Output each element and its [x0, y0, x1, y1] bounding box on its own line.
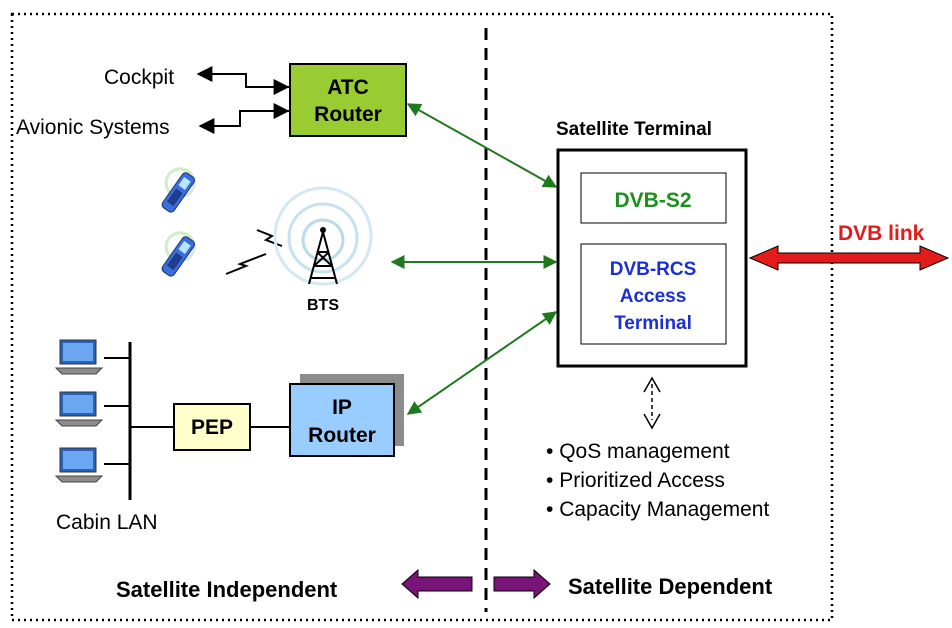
antenna-tower-icon: [273, 186, 373, 286]
dvb-rcs-line3: Terminal: [614, 313, 692, 334]
feature-item: • Prioritized Access: [546, 469, 725, 492]
mobile-phone-icon: [161, 167, 196, 213]
pep-label: PEP: [191, 416, 233, 439]
green-links: [390, 103, 558, 415]
pep-box: PEP: [173, 403, 251, 451]
satellite-terminal-box: DVB-S2 DVB-RCS Access Terminal: [556, 148, 748, 368]
atc-router-line1: ATC: [327, 76, 369, 99]
avionic-systems-label: Avionic Systems: [16, 116, 170, 139]
cabin-lan-label: Cabin LAN: [56, 511, 158, 534]
left-direction-arrow: [401, 568, 473, 600]
dvb-rcs-line1: DVB-RCS: [610, 259, 697, 280]
dvb-s2-label: DVB-S2: [614, 189, 691, 212]
cockpit-label: Cockpit: [104, 66, 174, 89]
feature-list: • QoS management • Prioritized Access • …: [546, 440, 769, 521]
radio-link-icon: [225, 253, 267, 275]
satellite-dependent-label: Satellite Dependent: [568, 574, 773, 599]
ip-router-line1: IP: [332, 396, 352, 419]
bts-label: BTS: [307, 297, 339, 314]
lan-bus: [104, 342, 290, 500]
dvb-link-label: DVB link: [838, 222, 925, 245]
feature-item: • Capacity Management: [546, 498, 769, 521]
dvb-rcs-line2: Access: [620, 286, 687, 307]
cockpit-connector: [196, 66, 290, 95]
ip-router-line2: Router: [308, 424, 376, 447]
feature-item: • QoS management: [546, 440, 730, 463]
atc-router: ATC Router: [289, 63, 407, 137]
ip-router: IP Router: [289, 374, 404, 457]
satellite-independent-label: Satellite Independent: [116, 577, 338, 602]
management-arrow: [643, 376, 661, 430]
radio-link-icon: [256, 229, 283, 247]
dvb-link-arrow: [748, 245, 950, 271]
atc-router-line2: Router: [314, 103, 382, 126]
mobile-phone-icon: [161, 231, 196, 277]
avionic-connector: [198, 103, 290, 134]
satellite-terminal-title: Satellite Terminal: [556, 119, 712, 140]
laptop-icon: [54, 447, 104, 483]
outer-frame: [10, 12, 834, 622]
laptop-icon: [54, 391, 104, 427]
right-direction-arrow: [493, 568, 551, 600]
laptop-icon: [54, 339, 104, 375]
